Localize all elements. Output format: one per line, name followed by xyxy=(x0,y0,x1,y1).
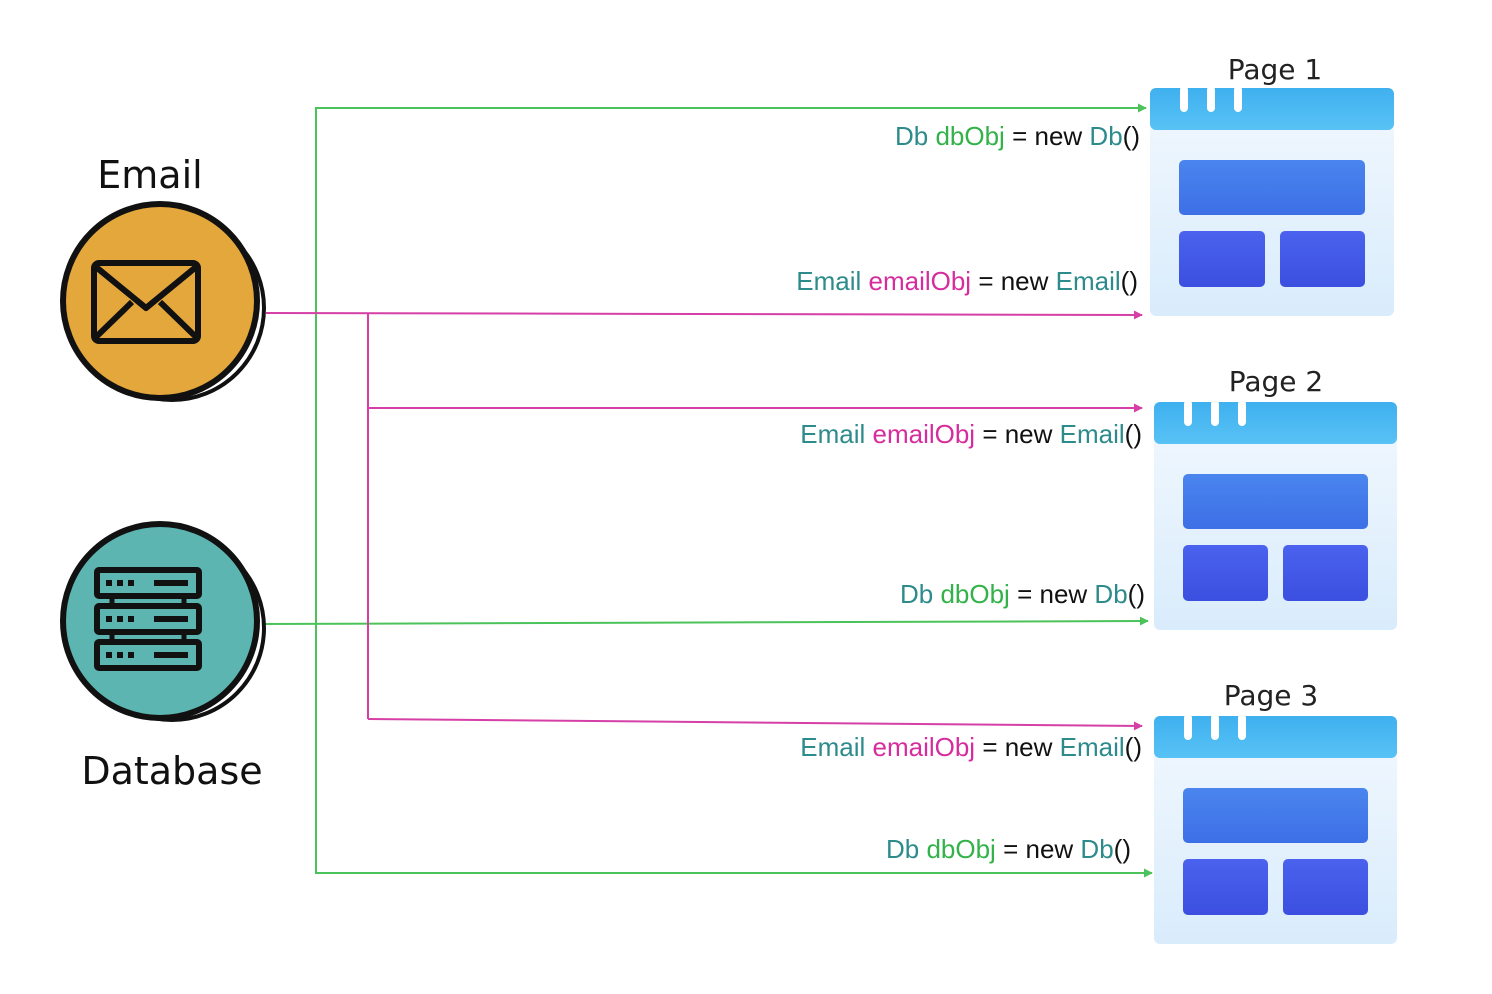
page-window-icon xyxy=(1154,714,1397,944)
page-3-title: Page 3 xyxy=(1224,679,1319,712)
code-new: = new xyxy=(1012,121,1082,151)
code-new: = new xyxy=(1017,579,1087,609)
code-type: Email xyxy=(800,419,865,449)
code-ctor: Db xyxy=(1094,579,1127,609)
page-1-email-code: Email emailObj = new Email() xyxy=(796,266,1138,296)
connectors xyxy=(261,103,1153,878)
email-source: Email xyxy=(60,153,266,402)
db-connector-page2 xyxy=(261,616,1149,626)
code-new: = new xyxy=(978,266,1048,296)
page-window-icon xyxy=(1154,400,1397,630)
db-connector-page1 xyxy=(315,103,1147,622)
code-type: Db xyxy=(900,579,933,609)
code-type: Email xyxy=(796,266,861,296)
code-parens: () xyxy=(1114,834,1131,864)
code-var: dbObj xyxy=(940,579,1009,609)
code-var: dbObj xyxy=(935,121,1004,151)
page-1-title: Page 1 xyxy=(1228,53,1323,86)
server-rack-icon xyxy=(60,521,266,722)
page-2: Page 2 Email emailObj = new Email() Db d… xyxy=(800,365,1397,630)
page-window-icon xyxy=(1150,86,1394,316)
code-parens: () xyxy=(1128,579,1145,609)
code-ctor: Email xyxy=(1060,419,1125,449)
database-label: Database xyxy=(81,749,262,793)
code-ctor: Email xyxy=(1060,732,1125,762)
code-type: Db xyxy=(886,834,919,864)
page-1-db-code: Db dbObj = new Db() xyxy=(895,121,1140,151)
page-3: Page 3 Email emailObj = new Email() Db d… xyxy=(800,679,1397,944)
envelope-icon xyxy=(60,201,266,402)
code-var: emailObj xyxy=(868,266,971,296)
page-2-email-code: Email emailObj = new Email() xyxy=(800,419,1142,449)
code-parens: () xyxy=(1125,732,1142,762)
code-ctor: Db xyxy=(1089,121,1122,151)
code-parens: () xyxy=(1121,266,1138,296)
page-2-title: Page 2 xyxy=(1229,365,1324,398)
code-new: = new xyxy=(982,732,1052,762)
page-1: Page 1 Db dbObj = new Db() Email emailOb… xyxy=(796,53,1394,316)
code-parens: () xyxy=(1123,121,1140,151)
db-connector-page3 xyxy=(315,622,1153,878)
page-2-db-code: Db dbObj = new Db() xyxy=(900,579,1145,609)
code-ctor: Email xyxy=(1056,266,1121,296)
page-3-email-code: Email emailObj = new Email() xyxy=(800,732,1142,762)
page-3-db-code: Db dbObj = new Db() xyxy=(886,834,1131,864)
code-type: Db xyxy=(895,121,928,151)
code-var: dbObj xyxy=(926,834,995,864)
code-new: = new xyxy=(1003,834,1073,864)
code-var: emailObj xyxy=(872,732,975,762)
email-connector-page3 xyxy=(367,718,1143,731)
email-connector-page1 xyxy=(265,310,1143,320)
code-parens: () xyxy=(1125,419,1142,449)
database-source: Database xyxy=(60,521,266,793)
code-var: emailObj xyxy=(872,419,975,449)
code-type: Email xyxy=(800,732,865,762)
email-label: Email xyxy=(97,153,202,197)
code-new: = new xyxy=(982,419,1052,449)
code-ctor: Db xyxy=(1080,834,1113,864)
